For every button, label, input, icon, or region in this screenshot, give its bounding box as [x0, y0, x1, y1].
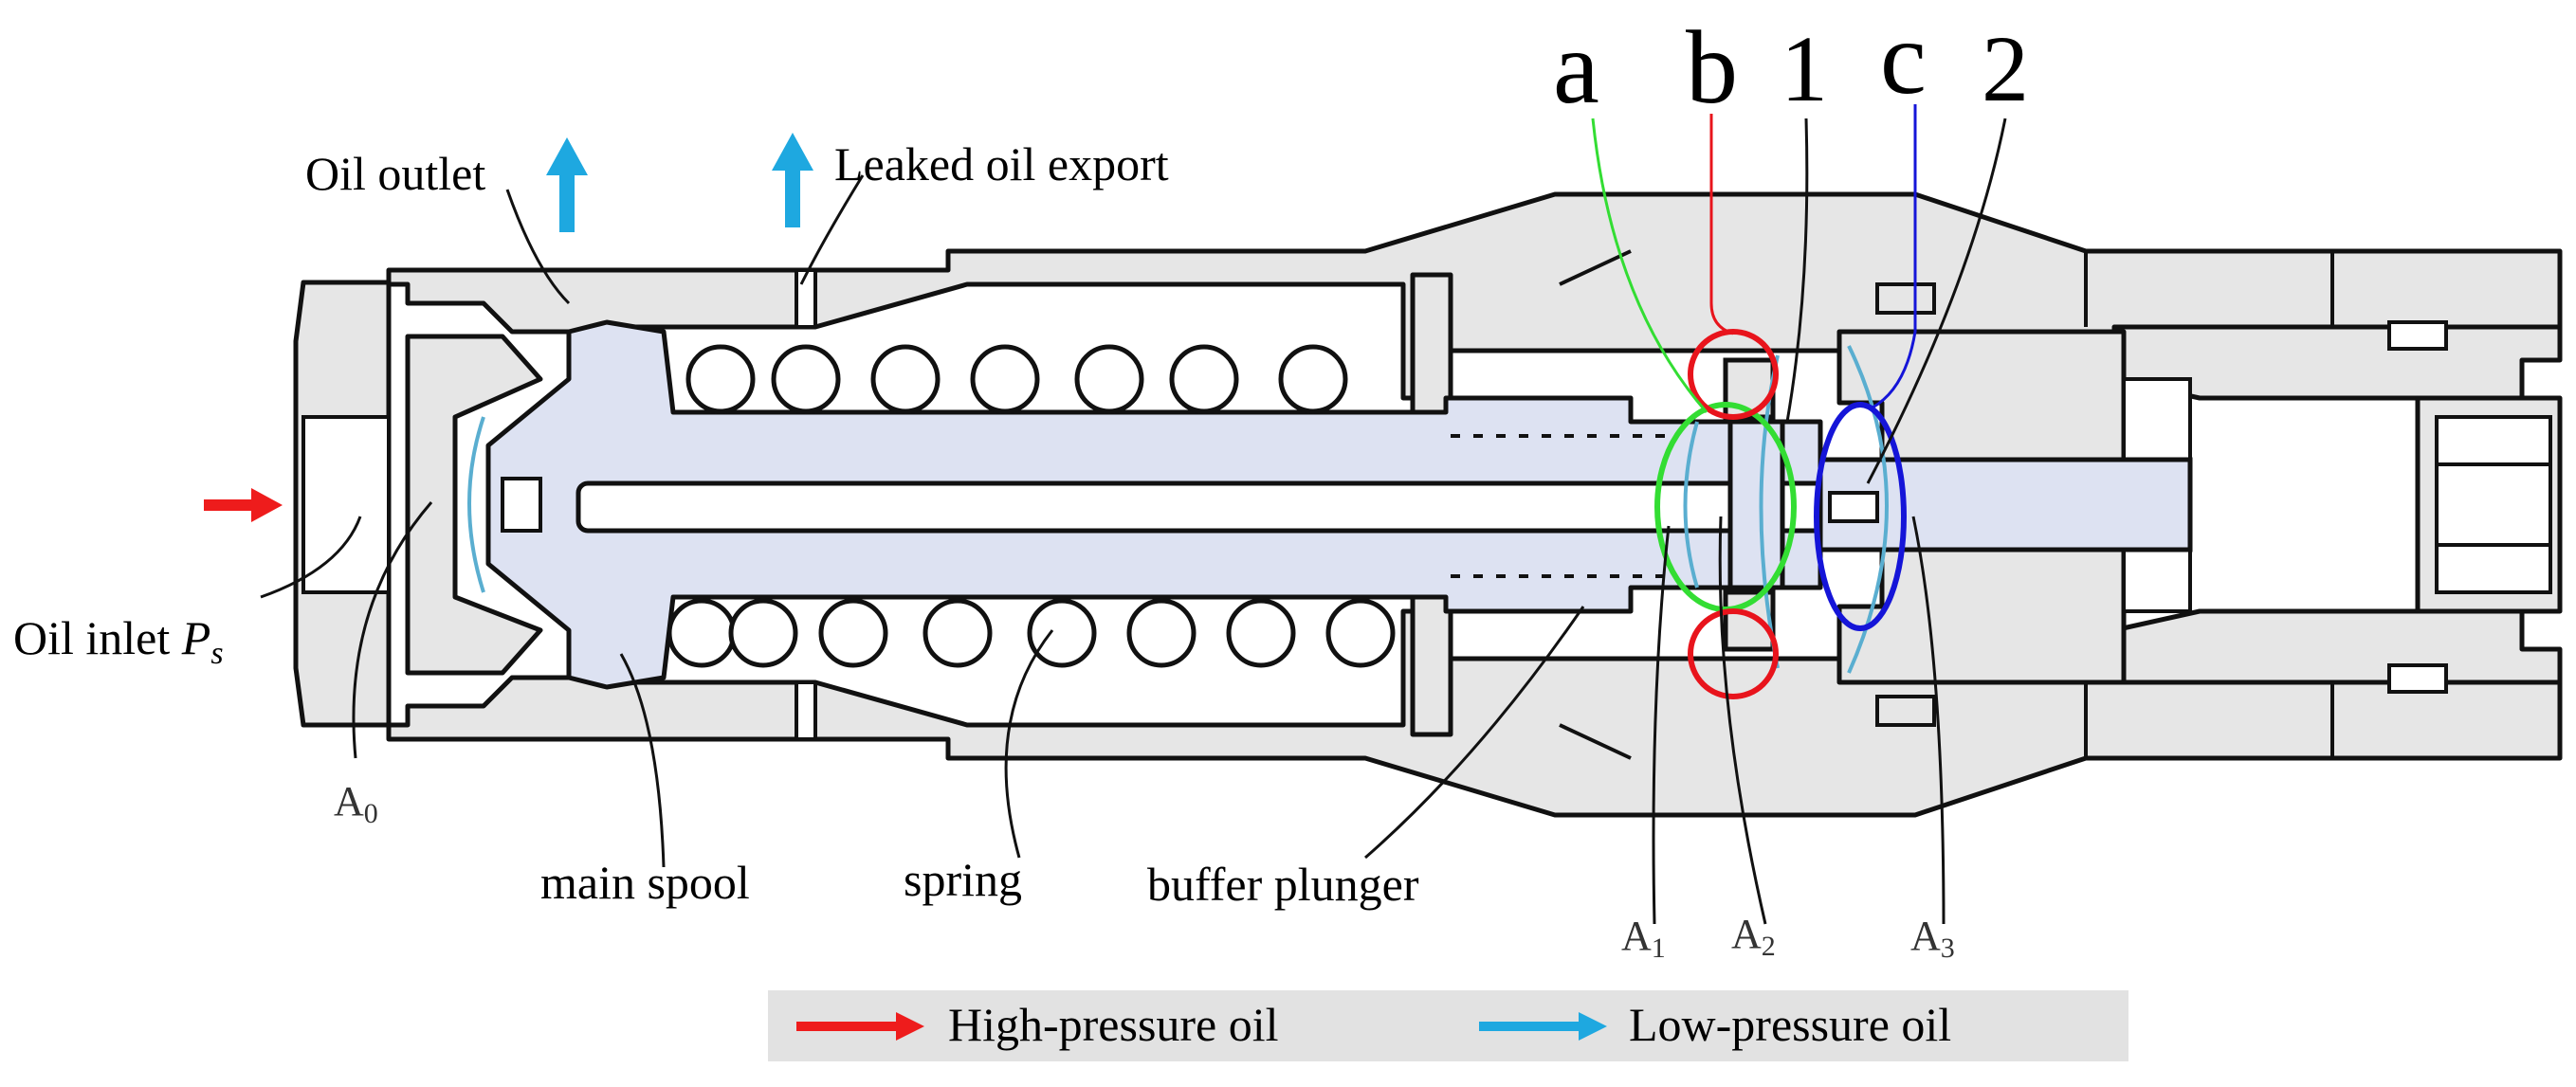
flow-arrows — [204, 133, 813, 522]
legend-low-pressure-label: Low-pressure oil — [1629, 998, 1951, 1051]
marker-circles — [1654, 329, 1907, 699]
high-pressure-inlet-arrow-icon — [204, 488, 283, 522]
marker-2-label: 2 — [1982, 16, 2029, 121]
legend-background — [768, 990, 2128, 1061]
area-a3-label: A3 — [1910, 913, 1955, 964]
spool-bore — [575, 480, 1842, 534]
marker-b-circle-top — [1688, 329, 1779, 420]
high-pressure-arrow-icon — [796, 1012, 924, 1041]
leader-lines — [260, 104, 2007, 925]
area-a2-label: A2 — [1731, 911, 1776, 962]
oil-inlet-label: Oil inlet Ps — [13, 611, 224, 671]
marker-1-label: 1 — [1781, 16, 1828, 121]
marker-b-label: b — [1686, 9, 1738, 125]
oil-outlet-label: Oil outlet — [305, 147, 485, 200]
legend: High-pressure oil Low-pressure oil — [768, 990, 2128, 1061]
area-a0-label: A0 — [334, 778, 378, 829]
marker-a-label: a — [1553, 9, 1599, 125]
marker-b-circle-bottom — [1688, 608, 1779, 699]
buffer-plunger-label: buffer plunger — [1147, 858, 1419, 911]
marker-c-label: c — [1880, 0, 1927, 116]
legend-high-pressure-label: High-pressure oil — [948, 998, 1279, 1051]
inlet-cavity — [301, 415, 391, 594]
area-a1-label: A1 — [1621, 913, 1666, 964]
stop-stem — [1818, 457, 2193, 553]
leak-export-arrow-icon — [772, 133, 813, 227]
marker-c-ellipse — [1814, 402, 1907, 631]
oil-outlet-arrow-icon — [546, 137, 588, 232]
main-spool-label: main spool — [540, 856, 750, 909]
spring — [667, 344, 1396, 668]
low-pressure-arrow-icon — [1479, 1012, 1607, 1041]
spring-label: spring — [904, 853, 1022, 906]
leaked-oil-export-label: Leaked oil export — [834, 137, 1169, 190]
